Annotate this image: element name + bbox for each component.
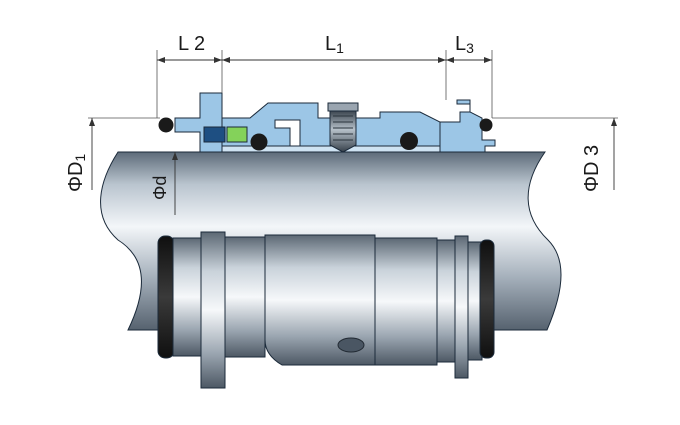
retainer-ring [454, 235, 469, 379]
oring-external-left [157, 235, 175, 359]
label-phi-d3: ΦD 3 [581, 145, 603, 192]
seal-cross-section [158, 92, 496, 153]
seat-insert [226, 126, 248, 143]
label-l1: L1 [325, 33, 344, 56]
oring-external-right [479, 239, 495, 359]
oring-left [158, 117, 174, 133]
stationary-seat [174, 92, 223, 153]
set-screw [327, 102, 359, 153]
seal-face [203, 126, 226, 143]
seat-ring [224, 236, 266, 358]
drive-collar [374, 237, 438, 366]
label-phi-d: Φd [150, 176, 170, 200]
dimension-lines [88, 50, 618, 215]
label-l2: L 2 [178, 33, 205, 55]
oring-housing [400, 132, 418, 150]
oring-seat [250, 133, 268, 151]
label-phi-d1: ΦD1 [65, 154, 88, 192]
retainer-collar [439, 99, 496, 153]
dimension-labels: L 2 L1 L3 ΦD1 Φd ΦD 3 [65, 33, 603, 200]
gland-plate [200, 231, 226, 389]
collar-groove [436, 239, 456, 363]
seal-body [264, 234, 376, 366]
set-screw-hole [337, 337, 365, 353]
seal-external-view [157, 231, 495, 389]
label-l3: L3 [455, 33, 474, 56]
stationary-ring [172, 237, 204, 357]
oring-right [479, 118, 493, 132]
inner-pocket [274, 119, 301, 147]
